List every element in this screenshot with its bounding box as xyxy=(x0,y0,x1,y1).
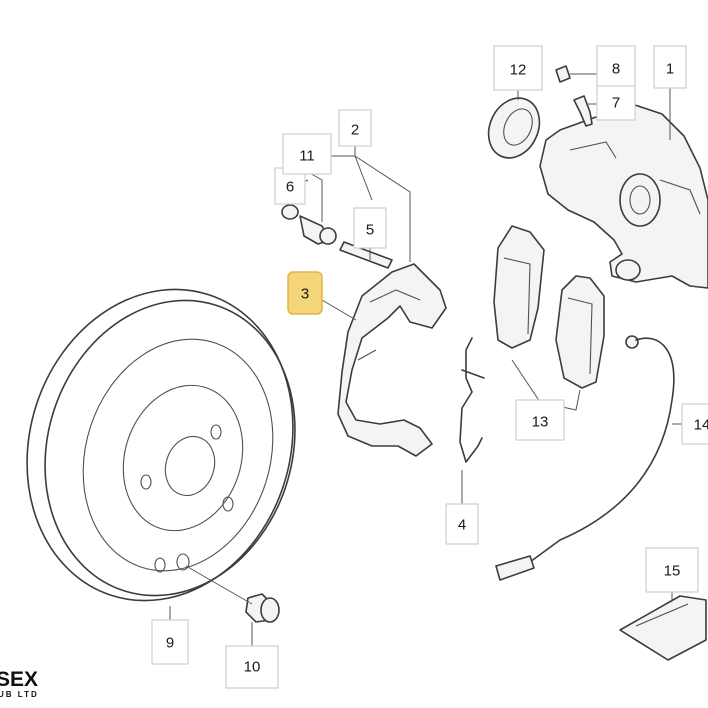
callout-10-label: 10 xyxy=(244,659,261,676)
callout-8-label: 8 xyxy=(612,61,620,78)
callout-11: 11 xyxy=(282,133,332,175)
callout-8: 8 xyxy=(596,45,636,87)
brake-pad-right xyxy=(555,275,605,389)
logo-main-text: SEX xyxy=(0,668,38,691)
callout-3-label: 3 xyxy=(301,286,309,303)
callout-9-label: 9 xyxy=(166,635,174,652)
callout-10: 10 xyxy=(225,645,279,689)
callout-2: 2 xyxy=(338,109,372,147)
caliper-carrier xyxy=(337,263,447,457)
callout-6-label: 6 xyxy=(286,179,294,196)
repair-kit xyxy=(619,595,707,661)
callout-3: 3 xyxy=(287,271,323,315)
callout-11-label: 11 xyxy=(299,148,315,165)
wear-sensor xyxy=(495,335,675,581)
callout-7: 7 xyxy=(596,83,636,121)
callout-13-label: 13 xyxy=(532,414,549,431)
guide-bolt xyxy=(281,204,299,220)
bleed-screw xyxy=(573,95,593,127)
callout-4: 4 xyxy=(445,503,479,545)
callout-5-label: 5 xyxy=(366,222,374,239)
callout-15: 15 xyxy=(645,547,699,593)
bleed-cap xyxy=(555,65,571,83)
wheel-bolt xyxy=(245,593,280,623)
callout-14: 14 xyxy=(681,403,708,445)
callout-12: 12 xyxy=(493,45,543,91)
guide-pin xyxy=(339,241,393,269)
callout-5: 5 xyxy=(353,207,387,249)
callout-2-label: 2 xyxy=(351,122,359,139)
callout-15-label: 15 xyxy=(664,563,681,580)
callout-1: 1 xyxy=(653,45,687,89)
brake-disc xyxy=(26,288,296,602)
company-logo: SEX UB LTD xyxy=(0,668,39,699)
seal-ring xyxy=(487,97,541,159)
callout-4-label: 4 xyxy=(458,517,466,534)
callout-9: 9 xyxy=(151,619,189,665)
callout-7-label: 7 xyxy=(612,95,620,112)
guide-sleeve xyxy=(299,215,337,245)
callout-12-label: 12 xyxy=(510,62,527,79)
callout-13: 13 xyxy=(515,399,565,441)
caliper-housing xyxy=(539,103,708,289)
callout-14-label: 14 xyxy=(694,417,708,434)
callout-1-label: 1 xyxy=(666,61,674,78)
logo-sub-text: UB LTD xyxy=(0,690,39,699)
anti-rattle-spring xyxy=(459,337,485,463)
brake-pad-left xyxy=(493,225,545,349)
